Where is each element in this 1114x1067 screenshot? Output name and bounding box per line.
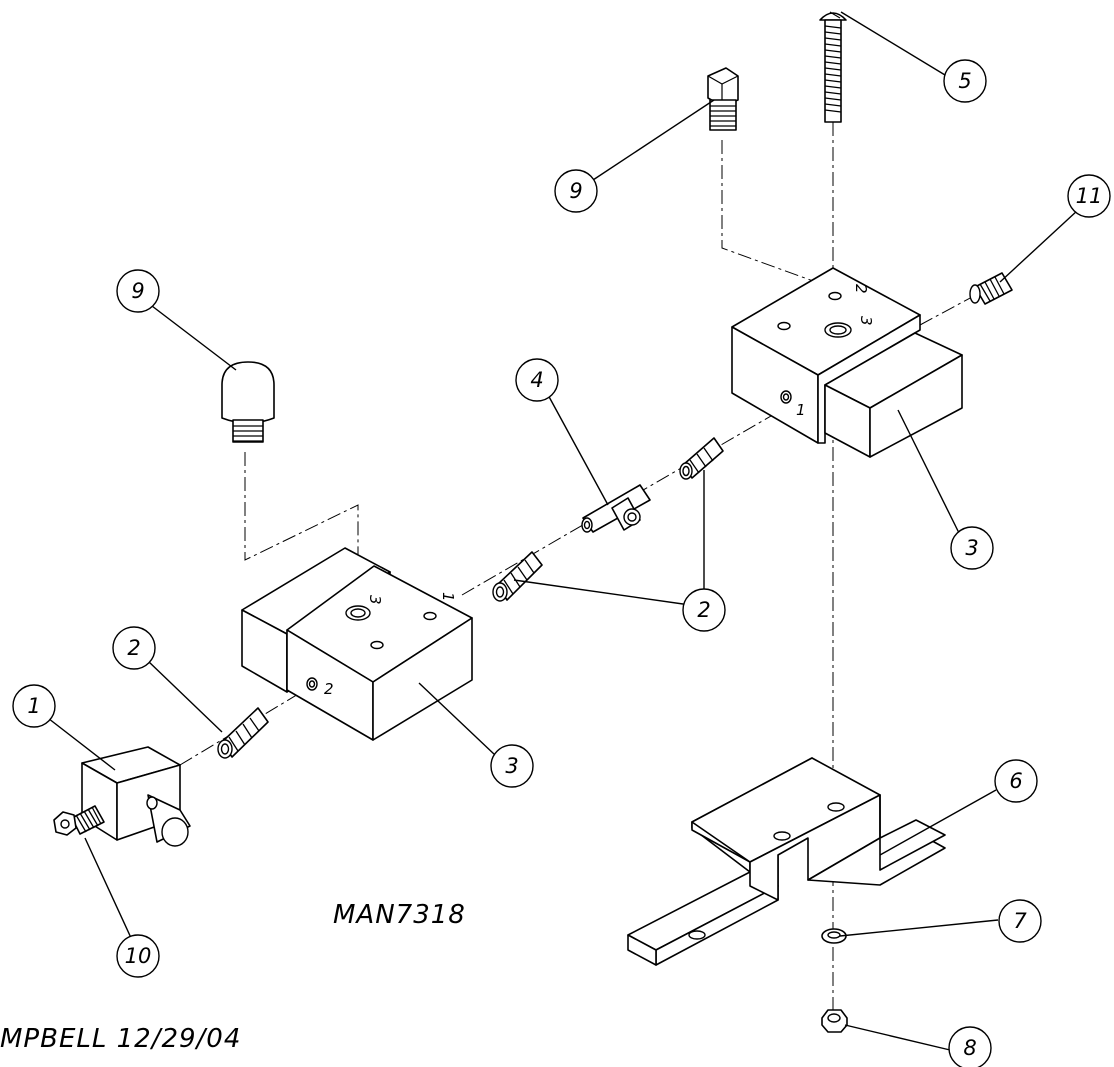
balloon-9-left: 9 xyxy=(116,269,160,313)
nipple-part-2-right xyxy=(679,437,724,480)
svg-text:10: 10 xyxy=(125,944,152,968)
right-block-part-3: 2 3 1 xyxy=(731,267,963,458)
balloon-1: 1 xyxy=(12,684,56,728)
svg-text:6: 6 xyxy=(1009,769,1022,793)
svg-text:4: 4 xyxy=(530,368,543,392)
balloon-9-right: 9 xyxy=(554,169,598,213)
svg-text:9: 9 xyxy=(569,179,582,203)
balloon-7: 7 xyxy=(998,899,1042,943)
tee-part-4 xyxy=(581,484,651,533)
drawing-number: MAN7318 xyxy=(333,900,466,930)
svg-text:8: 8 xyxy=(963,1036,976,1060)
nipple-part-2-middle xyxy=(492,551,543,602)
port-label-left-top-small: 1 xyxy=(439,592,457,602)
long-screw-part-5 xyxy=(819,11,847,123)
nut-part-8 xyxy=(821,1009,848,1033)
left-block-part-3: 2 3 1 xyxy=(241,547,473,741)
balloon-3-right: 3 xyxy=(950,526,994,570)
balloon-3-left: 3 xyxy=(490,744,534,788)
svg-text:5: 5 xyxy=(958,69,971,93)
port-label-left-top-large: 3 xyxy=(366,595,384,605)
leader-lines xyxy=(43,11,1079,1051)
bracket-part-6 xyxy=(627,757,946,966)
svg-text:2: 2 xyxy=(697,598,710,622)
author-date: MPBELL 12/29/04 xyxy=(0,1024,241,1054)
svg-text:11: 11 xyxy=(1076,184,1103,208)
port-label-left-side: 2 xyxy=(324,680,334,698)
nipple-part-2-left xyxy=(217,707,269,759)
svg-text:9: 9 xyxy=(131,279,144,303)
square-plug-part-9 xyxy=(707,67,739,131)
screw-part-10 xyxy=(53,805,105,836)
svg-text:3: 3 xyxy=(965,536,978,560)
svg-text:1: 1 xyxy=(27,694,40,718)
balloon-6: 6 xyxy=(994,759,1038,803)
svg-text:7: 7 xyxy=(1013,909,1027,933)
balloon-2-left: 2 xyxy=(112,626,156,670)
dome-cap-part-9 xyxy=(221,361,275,443)
balloon-5: 5 xyxy=(943,59,987,103)
port-label-right-top-large: 3 xyxy=(857,316,875,326)
small-block-part-1 xyxy=(81,746,191,847)
balloon-2-right: 2 xyxy=(682,588,726,632)
svg-text:3: 3 xyxy=(505,754,518,778)
svg-text:2: 2 xyxy=(127,636,140,660)
port-label-right-side: 1 xyxy=(796,401,806,419)
balloon-11: 11 xyxy=(1067,174,1111,218)
balloon-10: 10 xyxy=(116,934,160,978)
balloon-8: 8 xyxy=(948,1026,992,1067)
fitting-part-11 xyxy=(969,272,1013,305)
balloon-4: 4 xyxy=(515,358,559,402)
port-label-right-top-small: 2 xyxy=(852,284,870,294)
